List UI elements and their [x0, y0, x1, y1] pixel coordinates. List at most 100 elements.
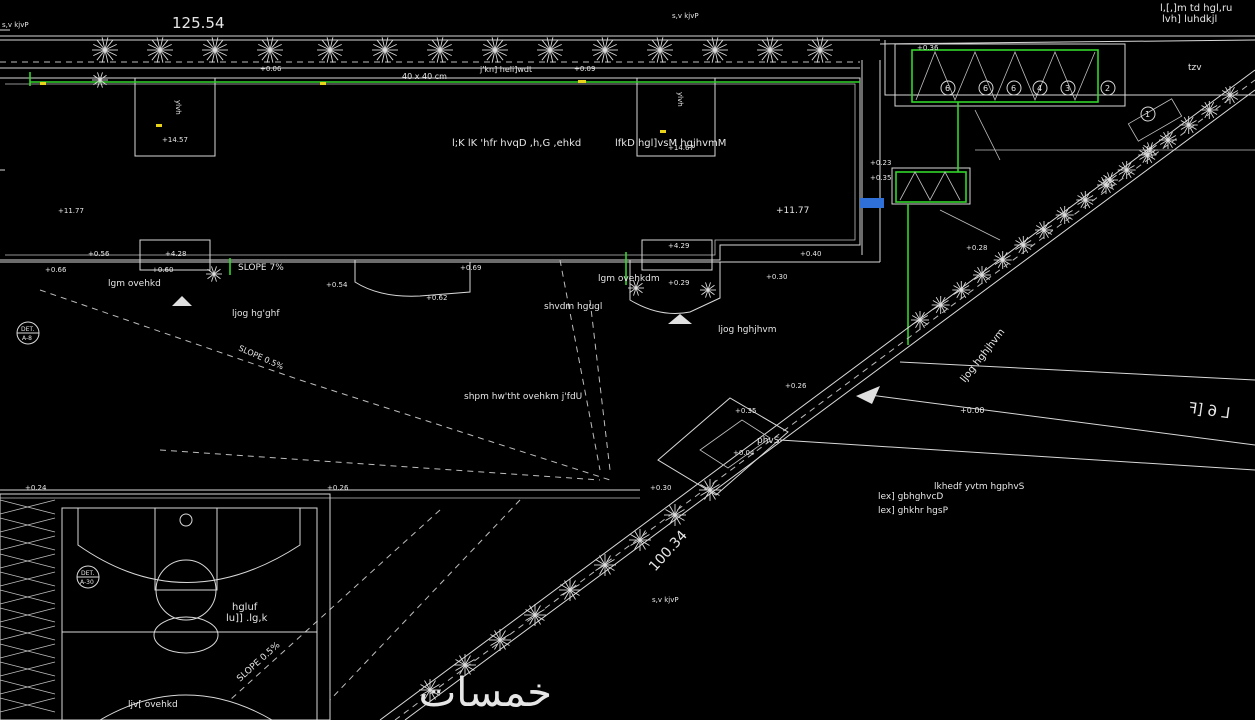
court-hatch-line — [0, 607, 56, 623]
detail-callout-1-text: DET. — [21, 326, 34, 333]
court-label-2: lu]] .lg,k — [226, 613, 268, 624]
parking-number: 6 — [945, 84, 950, 93]
plant-symbol — [911, 311, 929, 329]
level-label: +0.66 — [45, 266, 67, 274]
parking-number: 1 — [1145, 110, 1150, 119]
court-hatch-line — [0, 697, 56, 713]
plant-symbol — [524, 604, 546, 626]
main-building-outline — [0, 60, 881, 314]
court-hatch-line — [0, 517, 56, 533]
court-hatch-line — [0, 625, 56, 641]
court-hatch-line — [0, 679, 56, 695]
plant-symbol — [700, 282, 716, 298]
blue-equipment — [860, 198, 884, 208]
level-label: +0.62 — [426, 294, 447, 302]
flow-note: shpm hw'tht ovehkm j'fdU — [464, 392, 582, 402]
plant-symbol — [147, 37, 173, 63]
plant-symbol — [1102, 172, 1118, 188]
plant-symbol — [647, 37, 673, 63]
entrance-marker-right — [668, 314, 692, 324]
top-mid-note: s,v kjvP — [672, 12, 699, 20]
plant-symbol — [537, 37, 563, 63]
plant-symbol — [206, 266, 222, 282]
plant-symbol — [1035, 221, 1053, 239]
building-label-main: l;K lK 'hfr hvqD ,h,G ,ehkd — [452, 138, 581, 149]
plant-symbol — [1076, 190, 1095, 210]
entrance-label-right: ljog hghjhvm — [718, 325, 777, 335]
watermark-logo: خمسات — [419, 670, 552, 716]
plant-symbol — [1221, 86, 1239, 104]
level-label: +0.60 — [152, 266, 173, 274]
tzv-label: tzv — [1188, 63, 1202, 73]
plant-symbol — [1014, 235, 1033, 255]
small-plants — [92, 72, 1158, 298]
level-label: +0.30 — [766, 273, 787, 281]
diagonal-road-label: ljog hghjhvm — [959, 327, 1008, 385]
parking-number: 4 — [1037, 84, 1042, 93]
yellow-markers — [40, 80, 666, 133]
pipe-size: 40 x 40 cm — [402, 72, 447, 81]
plant-symbol — [993, 250, 1012, 270]
title-line-2: lvh] luhdkjl — [1162, 14, 1217, 25]
gate-label-right: lgm ovehkdm — [598, 274, 660, 284]
plant-symbol — [202, 37, 228, 63]
level-labels: +0.06 +0.09 +0.26 +0.35 +0.36 +0.04 +0.2… — [25, 44, 987, 492]
level-label: +0.35 — [870, 174, 891, 182]
court-bottom-label: ljv[ ovehkd — [128, 700, 178, 710]
dimension-diagonal: 100.34 — [646, 527, 691, 574]
level-label: +0.36 — [917, 44, 939, 52]
court-hatch-line — [0, 661, 56, 677]
level-000: +0.00 — [960, 406, 985, 415]
flow-lines — [0, 259, 640, 701]
plant-symbol — [628, 280, 644, 296]
plant-symbol — [757, 37, 783, 63]
level-label: +0.26 — [327, 484, 349, 492]
level-label: +0.54 — [326, 281, 348, 289]
plant-symbol — [1200, 100, 1219, 120]
level-label: +0.24 — [25, 484, 47, 492]
parking-number: 6 — [1011, 84, 1016, 93]
court-hatch-line — [0, 643, 56, 659]
plant-symbol — [427, 37, 453, 63]
plant-symbol — [489, 629, 511, 651]
level-label: +0.28 — [966, 244, 987, 252]
outlet-label: shvdm hgugl — [544, 302, 602, 312]
plant-symbol — [699, 479, 721, 501]
level-1467: +14.67 — [668, 144, 694, 152]
level-label: +0.30 — [650, 484, 671, 492]
detail-callout-2-sub: A-30 — [80, 579, 94, 586]
title-line-1: l,[,]m td hgl,ru — [1160, 3, 1232, 14]
road-letters: L 6 [F — [1187, 399, 1231, 423]
detail-callout-1-sub: A-8 — [22, 335, 32, 342]
plant-symbol — [92, 37, 118, 63]
level-1457: +14.57 — [162, 136, 188, 144]
parking-structure — [884, 40, 1255, 345]
court-hatch-line — [0, 499, 56, 515]
plant-symbol — [702, 37, 728, 63]
plant-symbol — [807, 37, 833, 63]
fence-label: j'kn] heli]wdt — [479, 65, 532, 74]
top-pipeline — [29, 72, 860, 285]
plant-symbol — [372, 37, 398, 63]
court-hatch-line — [0, 553, 56, 569]
court-label-1: hgluf — [232, 602, 258, 613]
parking-number: 6 — [983, 84, 988, 93]
level-label: +0.04 — [733, 449, 755, 457]
slope-label-1: SLOPE 7% — [238, 263, 284, 273]
plant-symbol — [594, 554, 616, 576]
plant-symbol — [257, 37, 283, 63]
detail-callout-1: DET. A-8 — [16, 321, 40, 345]
top-left-note: s,v kjvP — [2, 21, 29, 29]
plan-label: phvS — [757, 436, 780, 446]
level-label: +0.06 — [260, 65, 282, 73]
parking-numbers: 6 6 6 4 3 2 1 — [940, 80, 1156, 122]
level-label: +0.69 — [460, 264, 481, 272]
level-label: +0.40 — [800, 250, 821, 258]
level-label: +0.23 — [870, 159, 891, 167]
plant-symbol — [317, 37, 343, 63]
level-1177-right: +11.77 — [776, 206, 809, 216]
court-hatch-line — [0, 589, 56, 605]
detail-callout-2-text: DET. — [81, 570, 94, 577]
dimension-top: 125.54 — [172, 14, 225, 32]
